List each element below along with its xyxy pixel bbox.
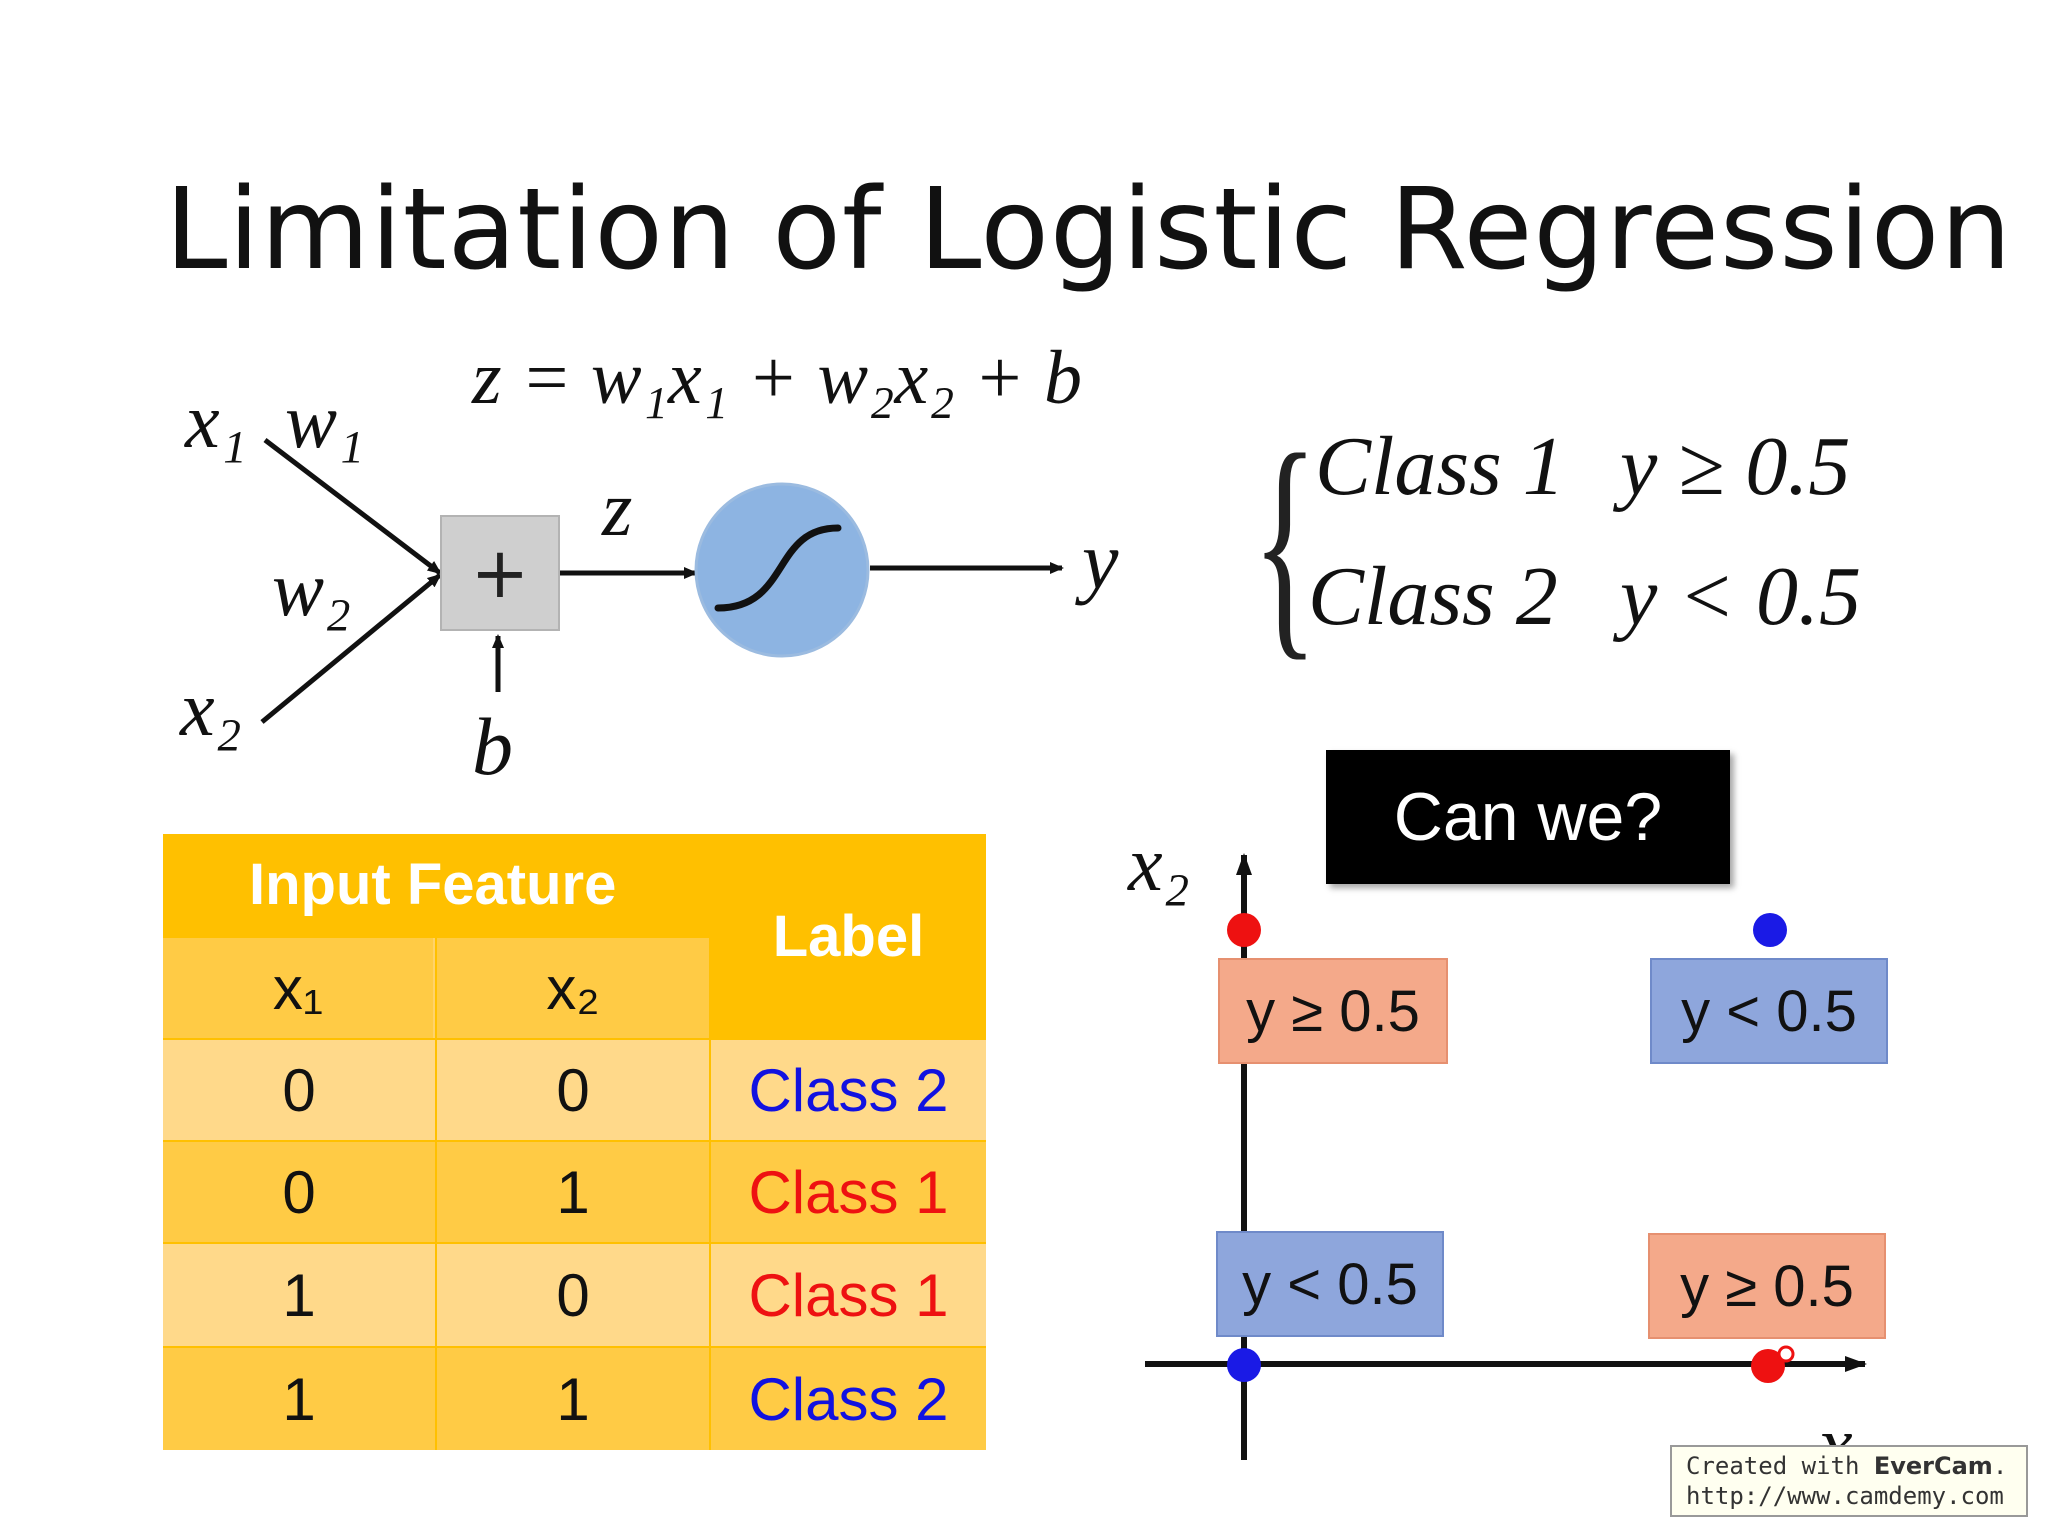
x1-edge xyxy=(263,438,442,575)
table-cell: 1 xyxy=(437,1348,709,1450)
slide-title: Limitation of Logistic Regression xyxy=(165,165,2013,295)
table-cell-label: Class 1 xyxy=(711,1142,986,1242)
table-cell: 0 xyxy=(163,1040,435,1140)
region-bottom-right: y ≥ 0.5 xyxy=(1648,1233,1886,1339)
input-x2-label: x₂ xyxy=(180,665,242,752)
header-label: Label xyxy=(772,903,925,969)
sigmoid-curve-icon xyxy=(714,524,842,612)
x2-axis-label: x₂ xyxy=(1128,820,1190,907)
header-x2: x₂ xyxy=(437,938,709,1038)
header-x1: x₁ xyxy=(163,938,435,1038)
table-cell-label: Class 2 xyxy=(711,1040,986,1140)
table-cell: 0 xyxy=(163,1142,435,1242)
region-top-right: y < 0.5 xyxy=(1650,958,1888,1064)
cursor-icon xyxy=(1777,1345,1795,1363)
can-we-callout: Can we? xyxy=(1326,750,1730,884)
watermark-suffix: . xyxy=(1992,1452,2008,1480)
watermark-prefix: Created with xyxy=(1686,1452,1874,1480)
output-y-label: y xyxy=(1082,515,1119,606)
brace-icon: { xyxy=(1252,404,1318,681)
table-cell: 0 xyxy=(437,1244,709,1346)
point-1-1 xyxy=(1753,913,1787,947)
table-cell: 0 xyxy=(437,1040,709,1140)
weight-w2-label: w₂ xyxy=(272,545,352,632)
class-1-name: Class 1 xyxy=(1315,420,1565,513)
watermark-brand: EverCam xyxy=(1873,1452,1993,1480)
equation: z = w₁x₁ + w₂x₂ + b xyxy=(472,336,1082,420)
weight-w1-label: w₁ xyxy=(285,377,365,464)
watermark-url: http://www.camdemy.com xyxy=(1686,1482,2004,1510)
bias-label: b xyxy=(472,701,513,792)
class-2-condition: y < 0.5 xyxy=(1620,550,1861,643)
class-1-condition: y ≥ 0.5 xyxy=(1620,420,1851,513)
x2-edge xyxy=(260,573,442,724)
feature-table: Input Feature Label x₁ x₂ 0 0 Class 2 0 … xyxy=(163,834,986,1450)
table-cell: 1 xyxy=(163,1244,435,1346)
point-0-1 xyxy=(1227,913,1261,947)
point-1-0 xyxy=(1751,1349,1785,1383)
region-bottom-left: y < 0.5 xyxy=(1216,1231,1444,1337)
z-label: z xyxy=(602,465,633,552)
table-cell: 1 xyxy=(163,1348,435,1450)
region-top-left: y ≥ 0.5 xyxy=(1218,958,1448,1064)
sum-node: + xyxy=(440,515,560,631)
evercam-watermark: Created with EverCam. http://www.camdemy… xyxy=(1670,1445,2028,1517)
class-2-name: Class 2 xyxy=(1308,550,1558,643)
table-cell-label: Class 2 xyxy=(711,1348,986,1450)
input-x1-label: x₁ xyxy=(185,377,247,464)
table-cell-label: Class 1 xyxy=(711,1244,986,1346)
point-0-0 xyxy=(1227,1348,1261,1382)
header-input-feature: Input Feature xyxy=(249,851,617,917)
table-cell: 1 xyxy=(437,1142,709,1242)
